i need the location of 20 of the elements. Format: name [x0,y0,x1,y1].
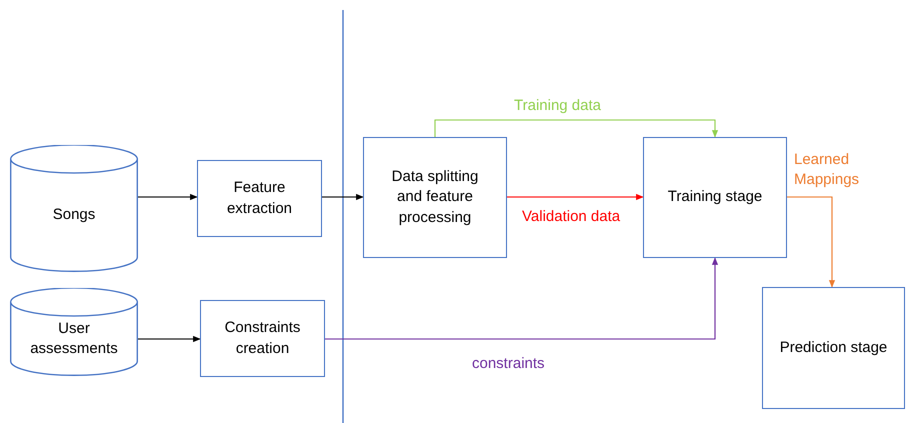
process-box [643,137,787,258]
node-label: Training stage [668,187,762,208]
process-box [197,160,322,237]
node-label: Constraints creation [224,318,302,358]
arrow [325,257,718,340]
arrow [507,194,644,200]
arrow [322,194,364,200]
process-box [762,287,905,409]
process-box [363,137,507,258]
arrow [138,336,201,342]
node-label: User assessments [29,318,119,359]
arrow [138,194,198,200]
arrow [434,119,718,138]
edge-label: Training data [512,96,603,116]
node-label: Songs [52,205,96,226]
node-label: Data splitting and feature processing [390,167,480,228]
arrow [787,196,836,288]
node-label: Feature extraction [226,178,294,218]
process-box [200,300,325,377]
node-label: Prediction stage [780,338,888,358]
